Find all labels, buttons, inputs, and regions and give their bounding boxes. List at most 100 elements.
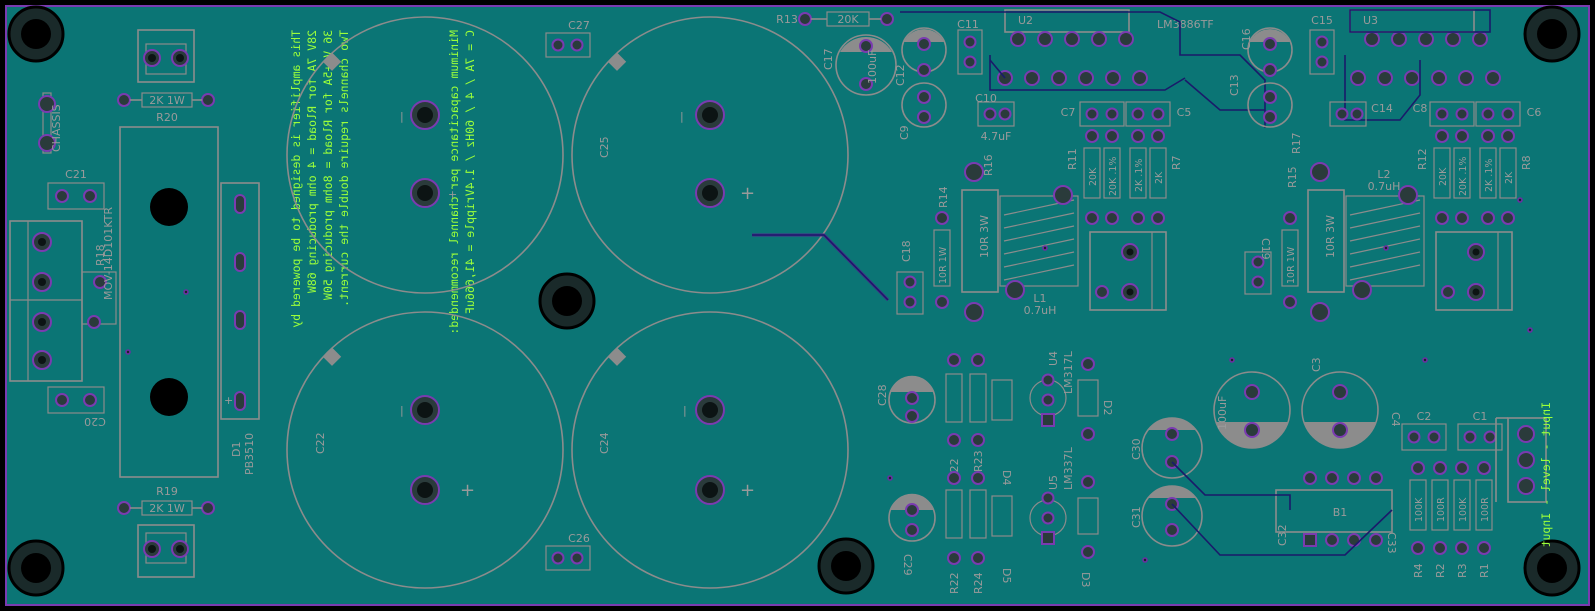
- speaker-terminal-2[interactable]: [1435, 231, 1513, 311]
- note-line-1: This amplifier is designed to be powered…: [289, 30, 303, 328]
- regulator-u5[interactable]: U5 LM337L: [1029, 446, 1075, 545]
- r6-value: 20K .1%: [1458, 157, 1469, 196]
- capacitor-c3-left[interactable]: 100uF: [1213, 371, 1291, 449]
- capacitor-c26[interactable]: C26: [545, 532, 591, 571]
- capacitor-c11[interactable]: C11: [957, 18, 983, 75]
- regulator-resistors-bottom[interactable]: R22 R24 D5: [945, 471, 1013, 594]
- r9-value: 20K .1%: [1108, 157, 1119, 196]
- d2-label: D2: [1101, 400, 1114, 415]
- regulator-u4[interactable]: U4 LM317L: [1029, 350, 1075, 427]
- r16-value: 10R 3W: [978, 215, 991, 258]
- capacitor-c27[interactable]: C27: [545, 19, 591, 58]
- c3-label: C3: [1310, 357, 1323, 372]
- capacitor-c12[interactable]: C12: [894, 27, 947, 86]
- input-resistors[interactable]: 100K 100R 100K 100R R4 R2 R3 R1: [1409, 461, 1493, 578]
- ic-b1[interactable]: B1: [1275, 471, 1393, 547]
- power-connector-bottom[interactable]: [137, 524, 195, 578]
- resistor-r17[interactable]: 10R 3W R17: [1290, 132, 1345, 322]
- capacitor-c23[interactable]: | +: [286, 16, 564, 294]
- u5-part: LM337L: [1062, 446, 1075, 490]
- c13-label: C13: [1228, 74, 1241, 96]
- svg-text:+: +: [740, 480, 755, 501]
- capacitor-c21[interactable]: C21: [47, 168, 105, 210]
- capacitor-c28[interactable]: C28: [876, 375, 936, 424]
- diode-d2[interactable]: D2: [1077, 357, 1114, 441]
- design-note-capacitance: Minimum capacitance per channel recommen…: [447, 30, 477, 335]
- u2-part: LM3886TF: [1157, 18, 1214, 31]
- resistor-r19[interactable]: 2K 1W R19: [117, 485, 215, 516]
- capacitor-c13[interactable]: C13: [1228, 74, 1293, 128]
- resistor-bank-left[interactable]: 20K 20K .1% 2K .1% 2K R11 R7: [1066, 129, 1183, 225]
- trace-u3: [1344, 55, 1421, 121]
- capacitor-c15[interactable]: C15: [1309, 14, 1335, 75]
- input-connector[interactable]: [1495, 417, 1547, 503]
- c31-label: C31: [1130, 506, 1143, 528]
- c29-label: C29: [901, 554, 914, 576]
- power-connector-top[interactable]: [137, 29, 195, 83]
- capacitor-c16[interactable]: C16: [1240, 27, 1293, 77]
- capacitor-c17[interactable]: 100uF C17: [822, 34, 897, 96]
- r1-label: R1: [1478, 563, 1491, 578]
- svg-text:|: |: [400, 110, 404, 123]
- c16-label: C16: [1240, 28, 1253, 50]
- capacitor-c5[interactable]: C5: [1125, 101, 1191, 127]
- capacitor-c14[interactable]: C14: [1329, 101, 1393, 127]
- c14-label: C14: [1371, 102, 1393, 115]
- capacitor-c22[interactable]: | + C22: [286, 311, 564, 589]
- diode-bridge-d1[interactable]: + D1 PB3510: [220, 182, 260, 475]
- d4-label: D4: [1000, 470, 1013, 485]
- resistor-r15[interactable]: 10R 1W R15: [1281, 166, 1299, 309]
- note-cap-line-1: Minimum capacitance per channel recommen…: [447, 30, 461, 335]
- diode-d3[interactable]: D3: [1077, 475, 1099, 587]
- c30-label: C30: [1130, 438, 1143, 460]
- design-note-power: This amplifier is designed to be powered…: [289, 30, 351, 328]
- speaker-terminal-1[interactable]: [1089, 231, 1167, 311]
- r4-value: 100K: [1414, 497, 1425, 522]
- r22b-label: R22: [948, 572, 961, 594]
- amplifier-u3[interactable]: U3: [1349, 9, 1501, 86]
- r17-value: 10R 3W: [1324, 215, 1337, 258]
- chassis-connector[interactable]: CHASSIS: [38, 92, 63, 154]
- capacitor-c10[interactable]: C10 4.7uF: [975, 92, 1015, 143]
- resistor-bank-right[interactable]: 20K 20K .1% 2K .1% 2K R12 R8: [1416, 129, 1533, 225]
- r11-label: R11: [1066, 148, 1079, 170]
- capacitor-c20[interactable]: C20: [47, 386, 106, 428]
- r11-value: 20K: [1088, 167, 1099, 186]
- board-substrate: [6, 6, 1589, 605]
- capacitor-c8[interactable]: C8: [1413, 101, 1475, 127]
- svg-text:|: |: [680, 110, 684, 123]
- mounting-hole-tl: [7, 5, 65, 63]
- capacitor-c9[interactable]: C9: [898, 82, 947, 140]
- r4-label: R4: [1412, 563, 1425, 578]
- capacitor-c3-right[interactable]: C3: [1301, 357, 1379, 449]
- c27-label: C27: [568, 19, 590, 32]
- amplifier-u2[interactable]: U2 LM3886TF: [997, 9, 1214, 86]
- resistor-r16[interactable]: 10R 3W R16: [961, 154, 999, 322]
- resistor-r14[interactable]: 10R 1W R14: [933, 186, 951, 309]
- resistor-r20[interactable]: 2K 1W R20: [117, 92, 215, 124]
- c28-label: C28: [876, 384, 889, 406]
- inductor-l2[interactable]: L2 0.7uH: [1345, 168, 1425, 300]
- capacitor-c19[interactable]: C19: [1244, 238, 1272, 295]
- capacitor-c6[interactable]: C6: [1475, 101, 1541, 127]
- capacitor-c31[interactable]: C31: [1130, 485, 1203, 547]
- d1-part: PB3510: [243, 433, 256, 475]
- svg-text:|: |: [400, 404, 404, 417]
- capacitor-c24[interactable]: | + C24: [571, 311, 849, 589]
- resistor-r13[interactable]: 20K R13: [776, 11, 894, 27]
- bridge-rectifier-heatsink[interactable]: [119, 126, 219, 478]
- capacitor-c2[interactable]: C2: [1401, 410, 1447, 451]
- capacitor-c25[interactable]: | + C25: [571, 16, 849, 294]
- c12-label: C12: [894, 64, 907, 86]
- inductor-l1[interactable]: L1 0.7uH: [999, 185, 1079, 317]
- capacitor-c29[interactable]: C29: [888, 493, 936, 576]
- r15-label: R15: [1286, 166, 1299, 188]
- svg-text:+: +: [460, 480, 475, 501]
- c1-label: C1: [1473, 410, 1488, 423]
- capacitor-c18[interactable]: C18: [896, 240, 924, 315]
- mounting-hole-br: [1523, 539, 1581, 597]
- ac-input-terminal[interactable]: [9, 220, 117, 382]
- capacitor-c7[interactable]: C7: [1061, 101, 1125, 127]
- u4-label: U4: [1047, 351, 1060, 366]
